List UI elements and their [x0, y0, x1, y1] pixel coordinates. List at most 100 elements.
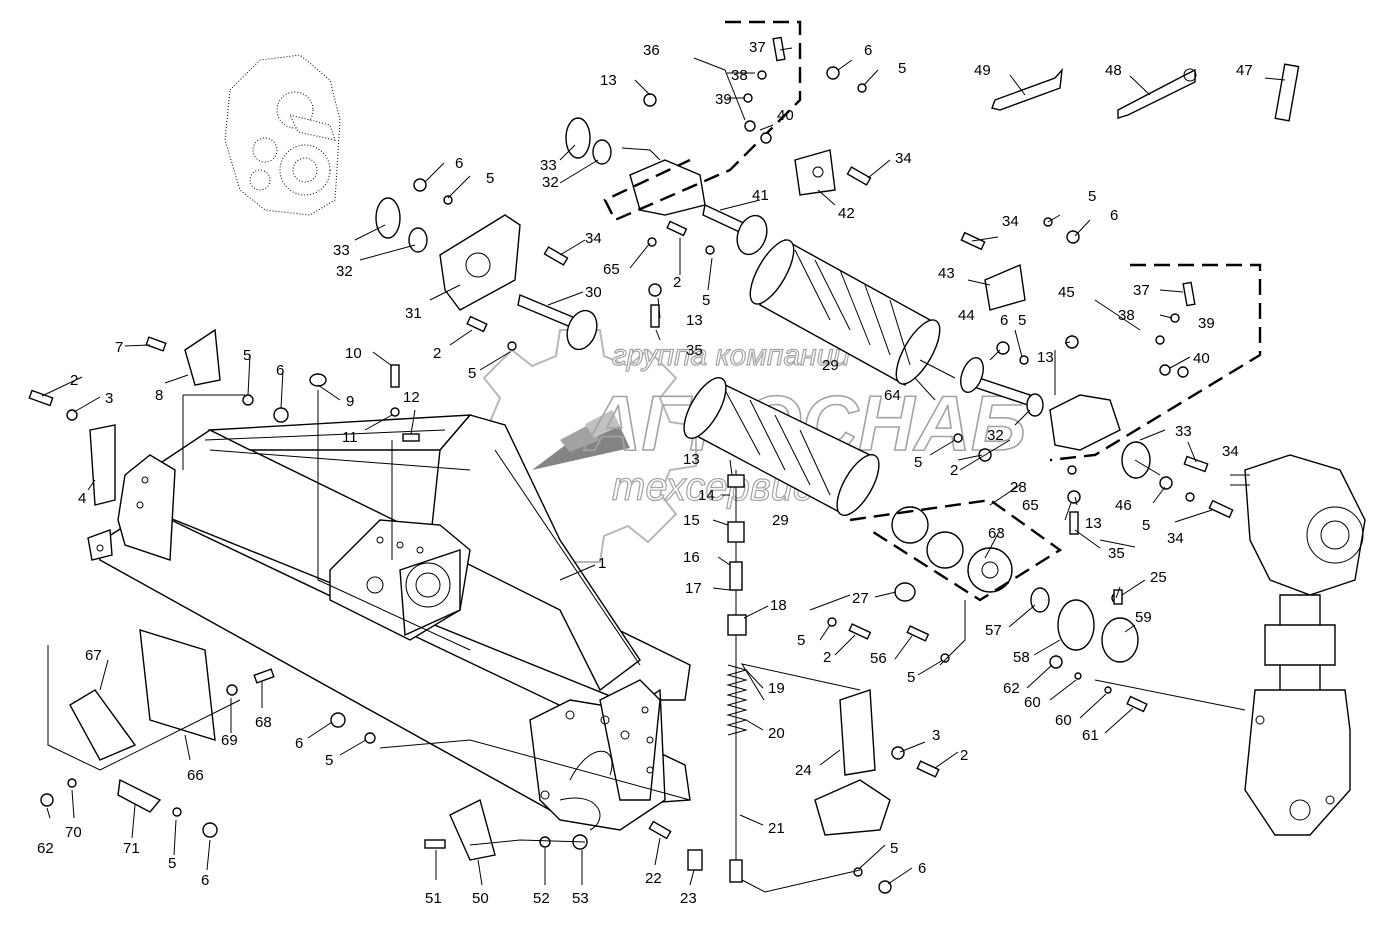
callout-24: 24 — [795, 762, 812, 779]
callout-32b: 32 — [336, 263, 353, 280]
callout-5l: 5 — [325, 752, 333, 769]
bracket-24 — [839, 689, 876, 776]
callout-67: 67 — [85, 647, 102, 664]
right-end-plate-inner — [599, 679, 661, 801]
callout-32a: 32 — [542, 174, 559, 191]
callout-5m: 5 — [168, 855, 176, 872]
callout-33b: 33 — [333, 242, 350, 259]
bracket-8 — [184, 328, 221, 386]
callout-7: 7 — [115, 339, 123, 356]
watermark-gear-logo — [463, 329, 697, 563]
bearing-housing-45 — [1049, 394, 1121, 451]
callout-16: 16 — [683, 549, 700, 566]
callout-6d: 6 — [1110, 207, 1118, 224]
callout-29b: 29 — [772, 512, 789, 529]
callout-46: 46 — [1115, 497, 1132, 514]
callout-13c: 13 — [1037, 349, 1054, 366]
strip-71 — [117, 778, 162, 813]
callout-1: 1 — [598, 555, 606, 572]
callout-5h: 5 — [914, 454, 922, 471]
gearbox-collar — [1264, 624, 1336, 666]
callout-48: 48 — [1105, 62, 1122, 79]
callout-35b: 35 — [1108, 545, 1125, 562]
callout-2f: 2 — [960, 747, 968, 764]
callout-36: 36 — [643, 42, 660, 59]
callout-65b: 65 — [1022, 497, 1039, 514]
callout-47: 47 — [1236, 62, 1253, 79]
callout-38a: 38 — [731, 67, 748, 84]
callout-60a: 60 — [1024, 694, 1041, 711]
callout-33c: 33 — [1175, 423, 1192, 440]
callout-20: 20 — [768, 725, 785, 742]
callout-62b: 62 — [37, 840, 54, 857]
callout-23: 23 — [680, 890, 697, 907]
tools — [991, 63, 1300, 122]
rotor-drum-upper — [749, 238, 941, 387]
callout-39b: 39 — [1198, 315, 1215, 332]
callout-34c: 34 — [1002, 213, 1019, 230]
callout-18: 18 — [770, 597, 787, 614]
gearbox-assembly-dotted — [224, 54, 341, 216]
callout-40a: 40 — [777, 107, 794, 124]
callout-40b: 40 — [1193, 350, 1210, 367]
cover-66 — [139, 629, 216, 741]
bracket-under-24 — [814, 779, 891, 836]
callout-45: 45 — [1058, 284, 1075, 301]
callout-11: 11 — [342, 429, 358, 446]
pin-47 — [1274, 63, 1300, 122]
callout-5d: 5 — [468, 365, 476, 382]
callout-4: 4 — [78, 490, 86, 507]
wrench-49 — [991, 67, 1063, 111]
callout-60b: 60 — [1055, 712, 1072, 729]
callout-69: 69 — [221, 732, 238, 749]
guard-50 — [449, 798, 496, 861]
callout-68: 68 — [255, 714, 272, 731]
callout-6e: 6 — [1000, 312, 1008, 329]
callout-53: 53 — [572, 890, 589, 907]
callout-6h: 6 — [918, 860, 926, 877]
spring-rod-assembly — [687, 470, 748, 883]
callout-34e: 34 — [1167, 530, 1184, 547]
callout-15: 15 — [683, 512, 700, 529]
callout-28: 28 — [1010, 479, 1027, 496]
callout-34b: 34 — [585, 230, 602, 247]
watermark-line1: группа компаний — [612, 339, 850, 372]
callout-10: 10 — [345, 345, 362, 362]
callout-2a: 2 — [70, 372, 78, 389]
callout-34d: 34 — [1222, 443, 1239, 460]
callout-44: 44 — [958, 307, 975, 324]
callout-21: 21 — [768, 820, 785, 837]
brackets — [69, 149, 1121, 861]
callout-5e: 5 — [702, 292, 710, 309]
callout-50: 50 — [472, 890, 489, 907]
dashed-groups — [603, 20, 1262, 602]
callout-38b: 38 — [1118, 307, 1135, 324]
callout-2c: 2 — [673, 274, 681, 291]
callout-8: 8 — [155, 387, 163, 404]
callout-62a: 62 — [1003, 680, 1020, 697]
callout-13d: 13 — [683, 451, 700, 468]
callout-13b: 13 — [686, 312, 703, 329]
callout-6f: 6 — [295, 735, 303, 752]
callout-5f: 5 — [1088, 188, 1096, 205]
callout-37b: 37 — [1133, 282, 1150, 299]
bearing-housing-36 — [629, 159, 706, 216]
callout-65a: 65 — [603, 261, 620, 278]
callout-34a: 34 — [895, 150, 912, 167]
bracket-4 — [89, 424, 116, 506]
callout-14: 14 — [698, 487, 715, 504]
callout-70: 70 — [65, 824, 82, 841]
callout-3a: 3 — [105, 390, 113, 407]
callout-31: 31 — [405, 305, 422, 322]
callout-9: 9 — [346, 393, 354, 410]
callout-32c: 32 — [987, 427, 1004, 444]
leader-lines — [41, 47, 1286, 893]
callout-6g: 6 — [201, 872, 209, 889]
wrench-48 — [1117, 68, 1196, 119]
right-angle-gearbox — [1230, 454, 1366, 836]
a-frame-tower — [429, 414, 641, 692]
callout-5g: 5 — [1018, 312, 1026, 329]
callout-35a: 35 — [686, 342, 703, 359]
callout-49: 49 — [974, 62, 991, 79]
